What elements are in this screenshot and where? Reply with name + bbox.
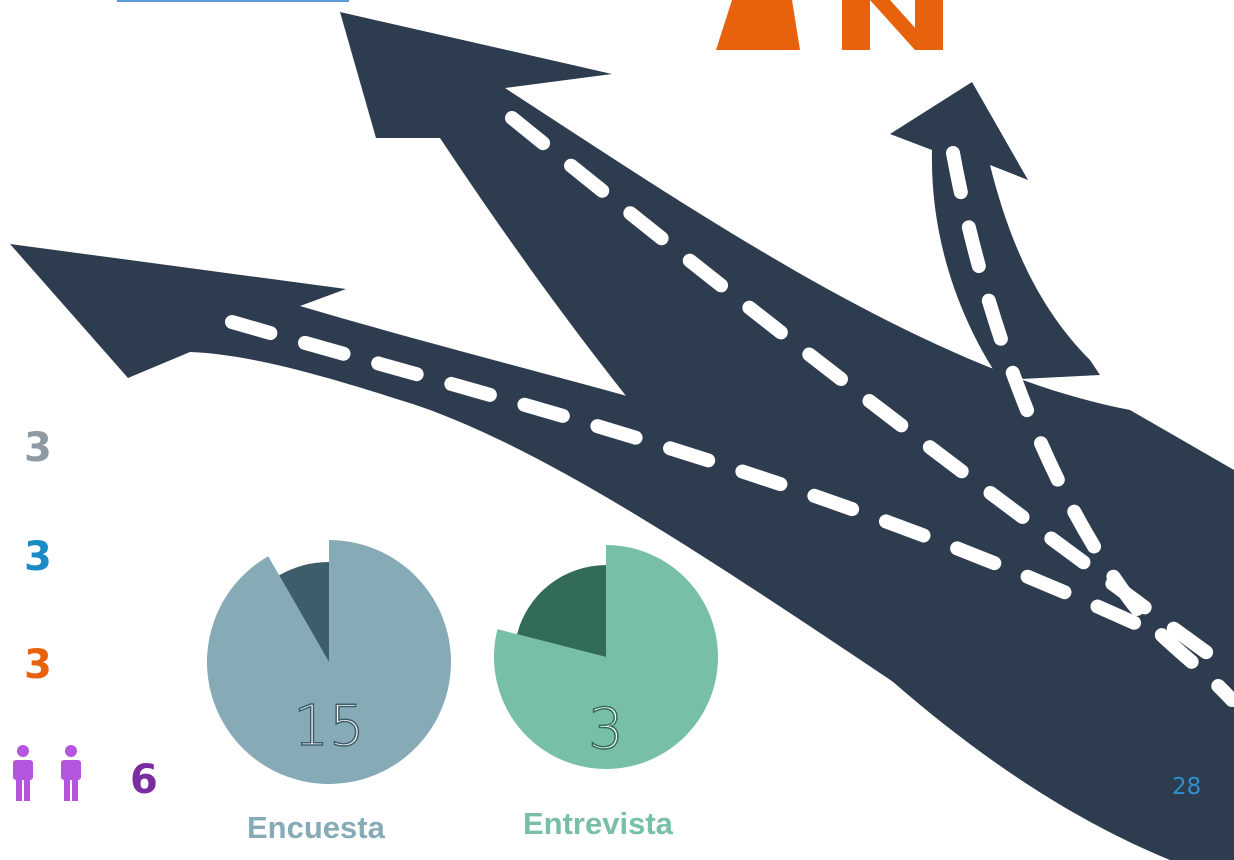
stat-value-4: 6 xyxy=(130,757,158,803)
people-icon xyxy=(13,745,81,801)
pie-chart-encuesta: 15 xyxy=(206,540,451,785)
page-number: 28 xyxy=(1172,774,1202,800)
road-branch-right xyxy=(890,82,1100,380)
stat-value-3: 3 xyxy=(24,642,52,688)
chart-title-encuesta: Encuesta xyxy=(247,810,385,845)
pie-center-label: 15 xyxy=(293,694,364,759)
stat-value-1: 3 xyxy=(24,425,52,471)
logo-icon xyxy=(716,0,943,50)
pie-slice xyxy=(493,545,718,769)
stat-value-2: 3 xyxy=(24,534,52,580)
pie-center-label: 3 xyxy=(588,697,624,762)
pie-slice xyxy=(279,561,329,662)
lane-dashes xyxy=(225,111,1234,707)
pie-chart-entrevista: 3 xyxy=(493,545,718,769)
pie-slice xyxy=(206,540,451,785)
cropped-frame xyxy=(117,0,349,2)
pie-slice xyxy=(517,565,606,657)
chart-title-entrevista: Entrevista xyxy=(523,806,673,841)
